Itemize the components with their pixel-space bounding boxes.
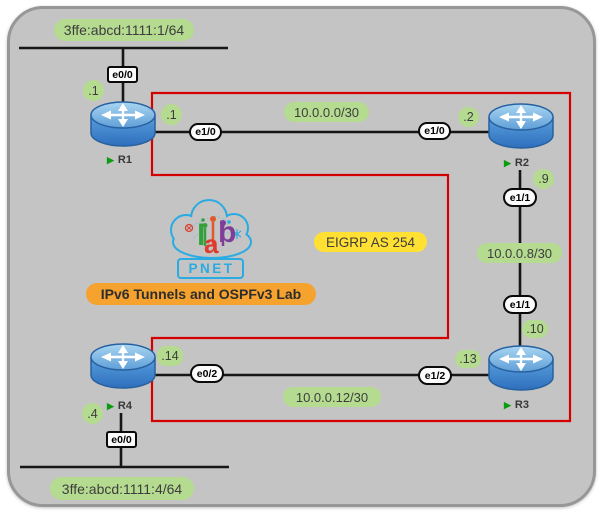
eigrp-as-label: EIGRP AS 254 bbox=[314, 232, 427, 252]
iface-r2-e1-0: e1/0 bbox=[418, 122, 451, 140]
iface-r1-e1-0: e1/0 bbox=[189, 123, 222, 141]
ip-r1-lan: .1 bbox=[83, 80, 104, 101]
ip-r2-link: .2 bbox=[458, 107, 479, 127]
router-r2-name: R2 bbox=[514, 157, 529, 169]
iface-r4-e0-2: e0/2 bbox=[190, 364, 224, 383]
logo-circuit-decoration bbox=[184, 216, 242, 246]
pnet-brand-badge: PNET bbox=[177, 258, 244, 279]
lab-title-banner: IPv6 Tunnels and OSPFv3 Lab bbox=[86, 283, 316, 305]
logo-letter-b: b bbox=[218, 216, 237, 249]
ip-r4-e0-2: .14 bbox=[157, 346, 183, 366]
router-r1-label: ▶ R1 bbox=[104, 153, 135, 167]
lan-bottom-subnet-label: 3ffe:abcd:1111:4/64 bbox=[50, 477, 194, 500]
iface-r3-e1-2: e1/2 bbox=[418, 366, 452, 385]
running-indicator-icon: ▶ bbox=[504, 399, 511, 410]
tunnel-outline bbox=[150, 91, 572, 423]
router-r1-icon[interactable] bbox=[90, 101, 156, 147]
router-r1-name: R1 bbox=[117, 154, 132, 166]
router-r4-name: R4 bbox=[117, 400, 132, 412]
router-r2-icon[interactable] bbox=[488, 103, 554, 149]
lan-top-subnet-label: 3ffe:abcd:1111:1/64 bbox=[54, 19, 194, 41]
logo-letter-a: a bbox=[204, 229, 219, 259]
running-indicator-icon: ▶ bbox=[107, 400, 114, 411]
subnet-label-r2-r3: 10.0.0.8/30 bbox=[477, 243, 562, 263]
router-r3-icon[interactable] bbox=[488, 345, 554, 391]
iface-r2-e1-1: e1/1 bbox=[503, 188, 537, 207]
subnet-label-r1-r2: 10.0.0.0/30 bbox=[284, 102, 369, 122]
running-indicator-icon: ▶ bbox=[107, 154, 114, 165]
pnet-cloud-logo-icon bbox=[170, 199, 252, 259]
ip-r3-e1-2: .13 bbox=[455, 350, 481, 368]
ip-r1-link: .1 bbox=[161, 104, 182, 125]
router-r4-icon[interactable] bbox=[90, 343, 156, 389]
ip-r2-e1-1: .9 bbox=[533, 169, 554, 189]
logo-letter-l: l bbox=[197, 219, 206, 252]
router-r3-label: ▶ R3 bbox=[501, 398, 532, 412]
iface-r3-e1-1: e1/1 bbox=[503, 295, 537, 314]
router-r4-label: ▶ R4 bbox=[104, 399, 135, 413]
ip-r4-lan: .4 bbox=[82, 403, 103, 424]
router-r2-label: ▶ R2 bbox=[501, 156, 532, 170]
iface-r4-e0-0: e0/0 bbox=[106, 431, 137, 448]
running-indicator-icon: ▶ bbox=[504, 157, 511, 168]
ip-r3-e1-1: .10 bbox=[522, 320, 548, 338]
iface-r1-e0-0: e0/0 bbox=[107, 66, 138, 83]
subnet-label-r4-r3: 10.0.0.12/30 bbox=[283, 387, 381, 407]
router-r3-name: R3 bbox=[514, 399, 529, 411]
